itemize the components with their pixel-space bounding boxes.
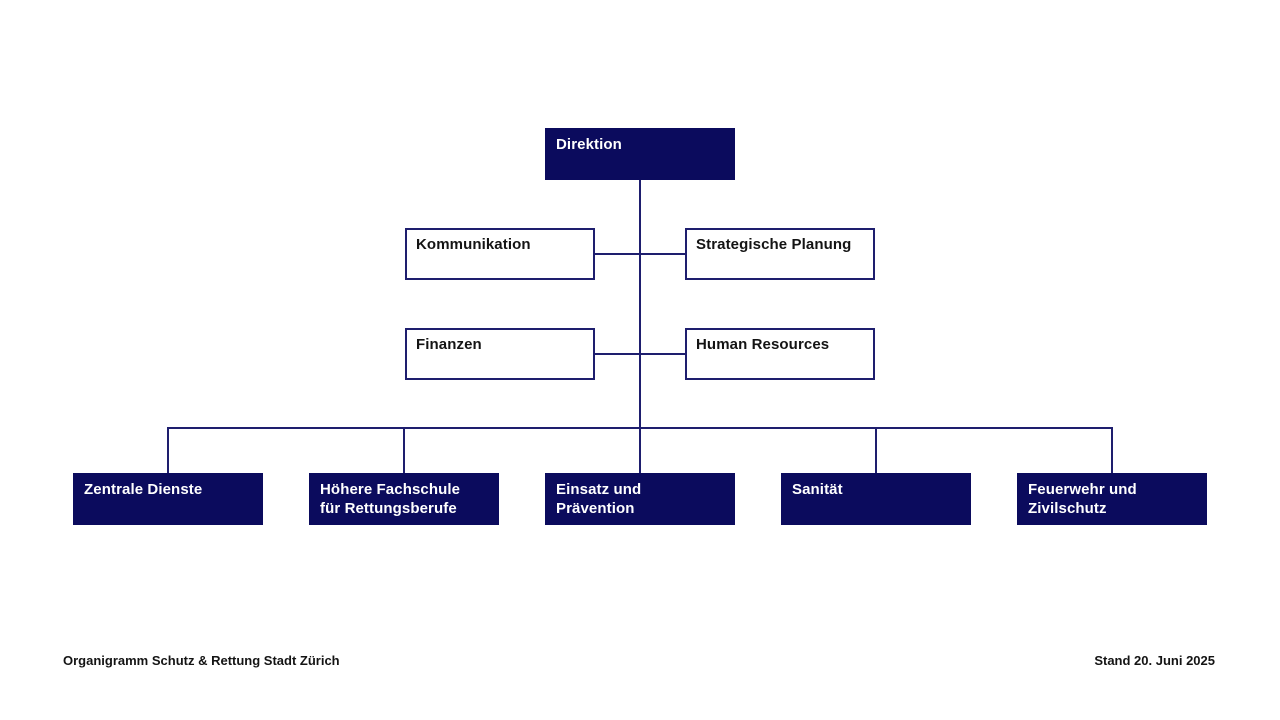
- org-node-sanitaet: Sanität: [781, 473, 971, 525]
- footer-date: Stand 20. Juni 2025: [1094, 653, 1215, 668]
- org-node-strategische-planung: Strategische Planung: [685, 228, 875, 280]
- connector-drop-sanitaet: [875, 429, 877, 473]
- org-node-hoehere-fachschule: Höhere Fachschule für Rettungsberufe: [309, 473, 499, 525]
- org-node-einsatz-und-praevention: Einsatz und Prävention: [545, 473, 735, 525]
- org-node-finanzen: Finanzen: [405, 328, 595, 380]
- footer-title: Organigramm Schutz & Rettung Stadt Züric…: [63, 653, 340, 668]
- org-node-kommunikation: Kommunikation: [405, 228, 595, 280]
- connector-drop-hoehere-fachschule: [403, 429, 405, 473]
- connector-departments-horizontal: [167, 427, 1113, 429]
- connector-staff-row2-horizontal: [595, 353, 685, 355]
- org-node-direktion: Direktion: [545, 128, 735, 180]
- connector-staff-row1-horizontal: [595, 253, 685, 255]
- org-node-human-resources: Human Resources: [685, 328, 875, 380]
- connector-spine-vertical: [639, 180, 641, 429]
- connector-drop-feuerwehr-zivilschutz: [1111, 429, 1113, 473]
- connector-drop-einsatz-praevention: [639, 429, 641, 473]
- org-node-zentrale-dienste: Zentrale Dienste: [73, 473, 263, 525]
- org-node-feuerwehr-und-zivilschutz: Feuerwehr und Zivilschutz: [1017, 473, 1207, 525]
- connector-drop-zentrale-dienste: [167, 429, 169, 473]
